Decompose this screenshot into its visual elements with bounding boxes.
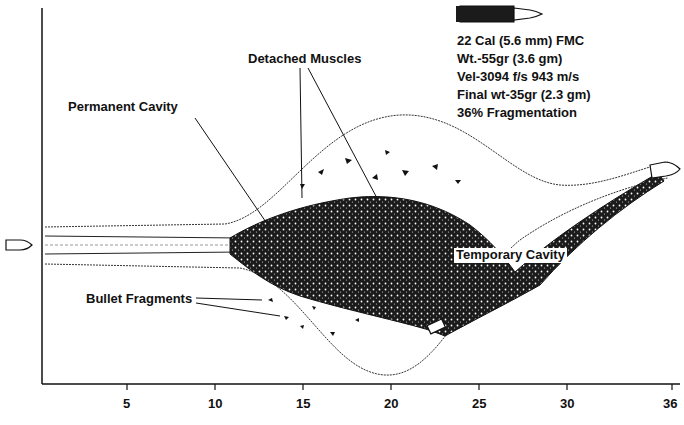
axis-tick: 15 — [294, 397, 312, 412]
axis-tick: 36 — [661, 397, 679, 412]
axis-tick: 20 — [382, 397, 400, 412]
axis-tick: 5 — [121, 397, 132, 412]
axis-tick: 10 — [206, 397, 224, 412]
axis-tick: 25 — [470, 397, 488, 412]
spec-line: Wt.-55gr (3.6 gm) — [455, 52, 564, 67]
part-label: Temporary Cavity — [454, 248, 567, 263]
axis-tick: 30 — [558, 397, 576, 412]
spec-line: Final wt-35gr (2.3 gm) — [455, 88, 593, 103]
part-label: Detached Muscles — [246, 52, 363, 67]
spec-line: Vel-3094 f/s 943 m/s — [455, 70, 581, 85]
spec-line: 22 Cal (5.6 mm) FMC — [455, 34, 586, 49]
spec-line: 36% Fragmentation — [455, 106, 579, 121]
part-label: Bullet Fragments — [84, 292, 194, 307]
part-label: Permanent Cavity — [66, 100, 180, 115]
